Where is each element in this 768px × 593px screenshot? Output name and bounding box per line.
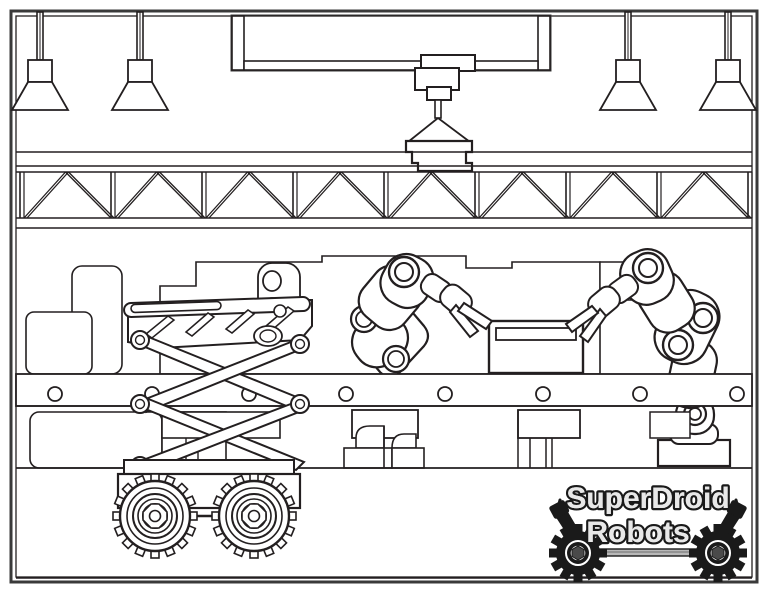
logo-gears-group <box>549 524 747 582</box>
workpiece-box-on-conveyor <box>487 319 585 375</box>
conveyor-hole <box>47 386 63 402</box>
truss-diagonal <box>208 171 251 219</box>
truss-diagonal <box>338 171 385 219</box>
truss-diagonal <box>299 171 342 219</box>
gear-tooth <box>713 573 723 582</box>
crane-rail <box>243 60 539 71</box>
truss-diagonal <box>569 171 612 219</box>
truss-diagonal <box>429 171 476 219</box>
logo-gear-left <box>549 524 607 582</box>
logo-line-2: Robots <box>586 516 689 549</box>
hoist-collar <box>426 86 452 101</box>
right-pedestal-top <box>517 409 581 439</box>
truss-diagonal <box>523 171 570 219</box>
truss-diagonal <box>26 171 69 219</box>
truss-diagonal <box>156 171 203 219</box>
gear-tooth <box>549 548 558 558</box>
truss-diagonal <box>296 171 339 219</box>
gear-body <box>695 530 741 576</box>
truss-diagonal <box>68 171 115 219</box>
left-gripper-finger-a <box>448 303 480 339</box>
gear-tooth <box>573 524 583 533</box>
truss-diagonal <box>520 171 567 219</box>
truss-diagonal <box>660 171 703 219</box>
gear-tooth <box>713 524 723 533</box>
articulated-robot-arm-left <box>349 252 494 379</box>
main-conveyor-band <box>15 373 753 407</box>
logo-gear-right <box>689 524 747 582</box>
wheel-rear <box>211 473 297 559</box>
conveyor-hole <box>437 386 453 402</box>
truss-diagonal <box>702 171 749 219</box>
gear-tooth <box>738 548 747 558</box>
truss-diagonal <box>387 171 430 219</box>
lift-wheels-group <box>112 473 297 559</box>
indicator-lamp-upper <box>262 270 282 292</box>
lift-chassis-deck <box>123 459 295 475</box>
wheel-body <box>118 479 192 553</box>
wheel-front <box>112 473 198 559</box>
right-gripper-finger-a <box>578 307 608 344</box>
conveyor-hole <box>338 386 354 402</box>
truss-diagonal <box>614 171 661 219</box>
articulated-robot-arm-right <box>564 248 732 468</box>
workpiece-slot <box>495 327 577 341</box>
truss-diagonal <box>23 171 66 219</box>
lifting-sling <box>407 117 471 143</box>
truss-diagonal <box>114 171 157 219</box>
gear-tooth <box>689 548 698 558</box>
truss-diagonal <box>205 171 248 219</box>
truss-diagonal <box>481 171 524 219</box>
right-gripper-finger-b <box>564 304 600 334</box>
conveyor-hole <box>535 386 551 402</box>
hoist-cable <box>434 99 442 119</box>
truss-diagonal <box>247 171 294 219</box>
conveyor-hole <box>729 386 745 402</box>
overhead-gantry-crane <box>230 14 552 173</box>
machine-block-short-left <box>25 311 93 375</box>
logo-line-1: SuperDroid <box>566 482 729 515</box>
truss-diagonal <box>572 171 615 219</box>
truss-diagonal <box>250 171 297 219</box>
left-gripper-finger-b <box>456 301 494 331</box>
truss-diagonal <box>341 171 388 219</box>
truss-diagonal <box>663 171 706 219</box>
truss-diagonal <box>159 171 206 219</box>
truss-diagonal <box>478 171 521 219</box>
superdroid-robots-logo: SuperDroid SuperDroid Robots Robots <box>549 480 747 582</box>
gear-tooth <box>573 573 583 582</box>
truss-diagonal <box>65 171 112 219</box>
gear-tooth <box>598 548 607 558</box>
truss-diagonal <box>432 171 479 219</box>
roof-truss-beam <box>19 171 753 219</box>
wheel-body <box>217 479 291 553</box>
truss-diagonal <box>705 171 752 219</box>
truss-diagonal <box>611 171 658 219</box>
logo-line-1-outline: SuperDroid <box>566 482 729 515</box>
conveyor-hole <box>632 386 648 402</box>
logo-axle <box>597 548 699 557</box>
truss-diagonal <box>117 171 160 219</box>
truss-diagonal <box>390 171 433 219</box>
logo-line-2-outline: Robots <box>586 516 689 549</box>
